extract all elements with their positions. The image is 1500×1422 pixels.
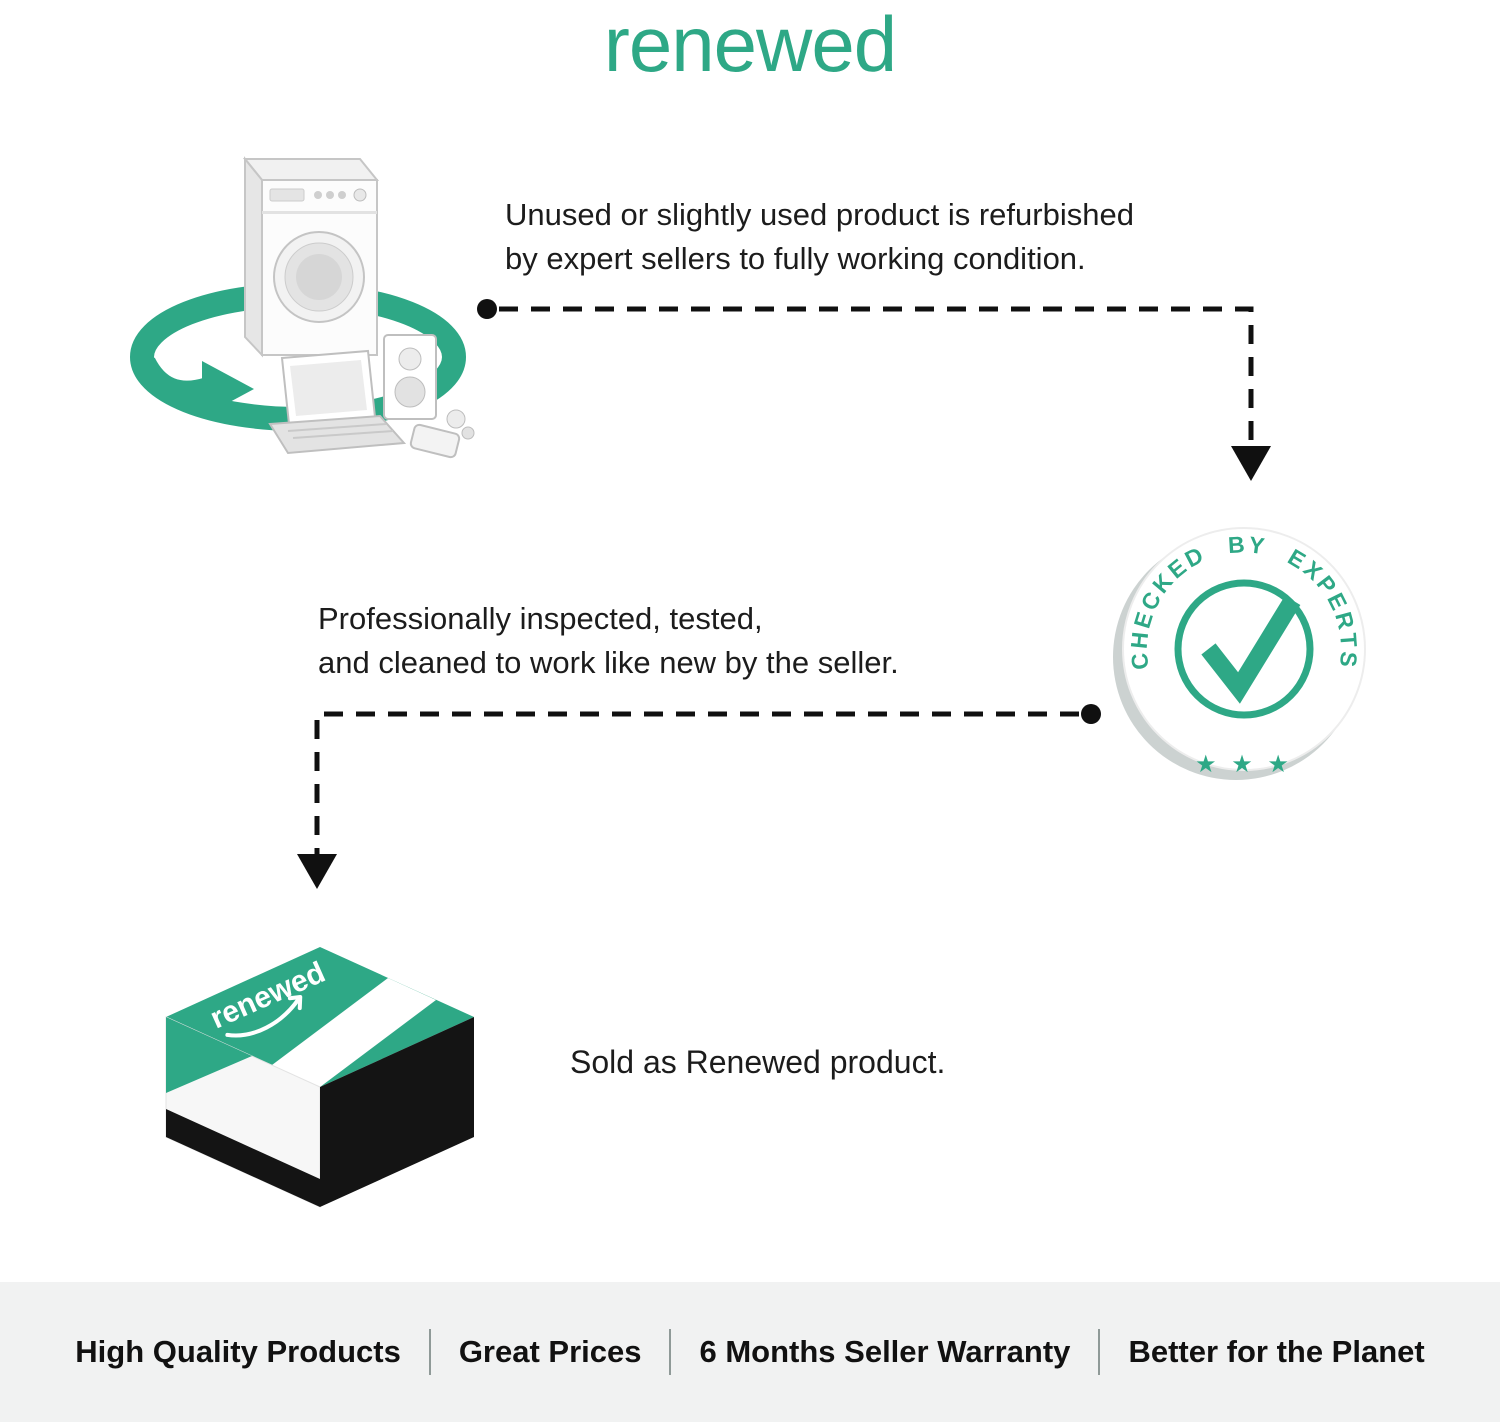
- step-text-refurbished: Unused or slightly used product is refur…: [505, 193, 1134, 281]
- step-line: and cleaned to work like new by the sell…: [318, 645, 899, 680]
- footer-bar: High Quality Products Great Prices 6 Mon…: [0, 1282, 1500, 1422]
- step-line: Sold as Renewed product.: [570, 1044, 946, 1080]
- recycle-arrowhead-icon: [133, 357, 254, 417]
- laptop-icon: [268, 349, 407, 455]
- footer-item-warranty: 6 Months Seller Warranty: [699, 1334, 1071, 1369]
- amazon-smile-icon: [225, 996, 301, 1038]
- renewed-box-illustration: renewed: [152, 925, 487, 1230]
- box-left-teal-wedge: [166, 1017, 252, 1093]
- footer-item-quality: High Quality Products: [75, 1334, 401, 1369]
- amazon-smile-arrow-tip: [287, 994, 303, 1011]
- dashed-line: [499, 306, 1254, 448]
- connector-step1-to-badge: [477, 299, 1271, 481]
- refurbished-products-illustration: [112, 125, 484, 490]
- step-text-inspected: Professionally inspected, tested, and cl…: [318, 597, 899, 685]
- badge-face: [1122, 527, 1366, 771]
- box-right-face: [320, 1017, 474, 1207]
- dashed-line: [314, 711, 1079, 856]
- step-text-sold: Sold as Renewed product.: [570, 1040, 945, 1084]
- box-bottom-strip: [166, 1109, 320, 1207]
- washing-machine-icon: [242, 156, 380, 358]
- phone-icon: [409, 409, 475, 459]
- check-icon: [1201, 595, 1301, 704]
- footer-item-prices: Great Prices: [458, 1334, 642, 1369]
- footer-divider: [669, 1329, 672, 1375]
- connector-dot: [1081, 704, 1101, 724]
- speaker-icon: [383, 334, 437, 420]
- page-title: renewed: [603, 0, 897, 88]
- box-top-white-band: [272, 978, 436, 1087]
- connector-badge-to-box: [297, 704, 1101, 889]
- checked-by-experts-badge: CHECKED BY EXPERTS ★ ★ ★: [1110, 510, 1376, 805]
- footer-divider: [1098, 1329, 1101, 1375]
- arrow-down-icon: [297, 854, 337, 889]
- step-line: Unused or slightly used product is refur…: [505, 197, 1134, 232]
- footer-item-planet: Better for the Planet: [1128, 1334, 1425, 1369]
- arrow-down-icon: [1231, 446, 1271, 481]
- badge-ring: [1174, 579, 1314, 719]
- step-line: Professionally inspected, tested,: [318, 601, 763, 636]
- footer-divider: [428, 1329, 431, 1375]
- badge-stars: ★ ★ ★: [1195, 751, 1293, 778]
- step-line: by expert sellers to fully working condi…: [505, 241, 1086, 276]
